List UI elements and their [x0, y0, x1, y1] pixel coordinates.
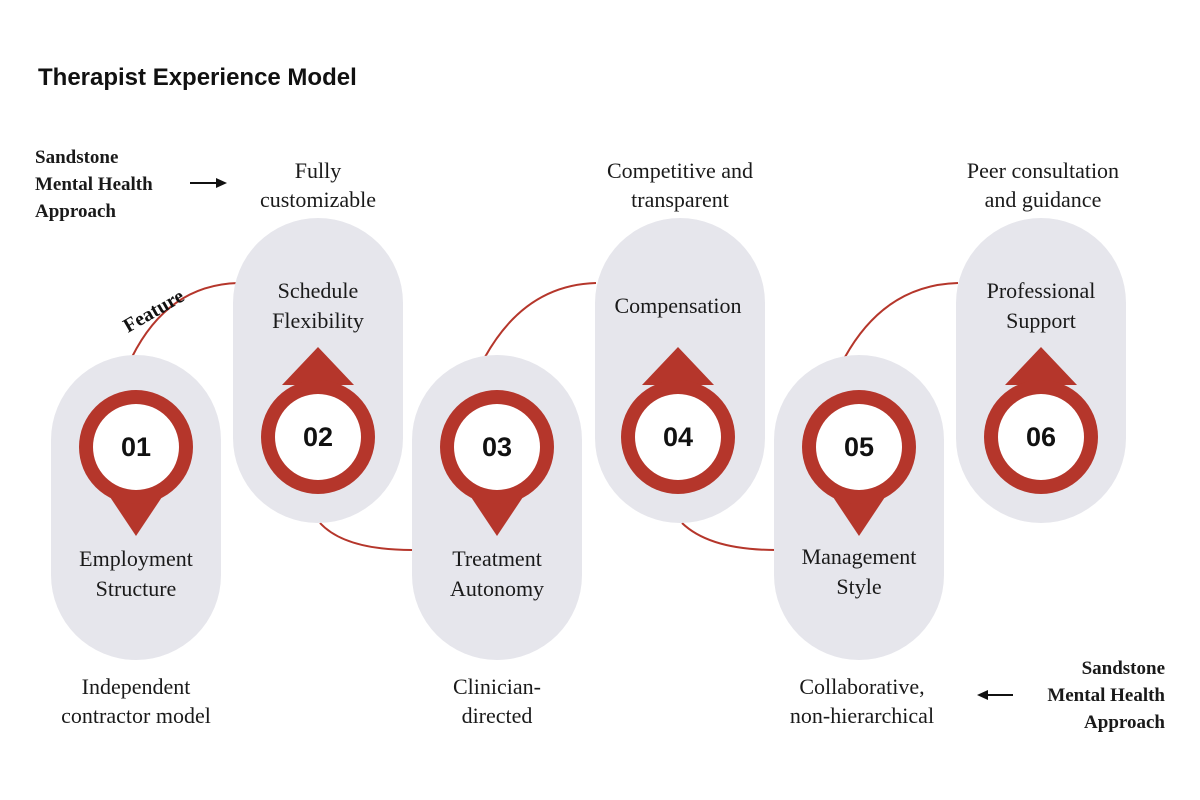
step-06-label: Professional Support — [956, 276, 1126, 336]
approach-note-line: Approach — [1084, 712, 1165, 733]
page-title: Therapist Experience Model — [38, 64, 357, 91]
approach-note-line: Sandstone — [1081, 658, 1165, 679]
step-04-description-line: transparent — [631, 187, 729, 212]
step-01-label-line: Employment — [79, 546, 193, 571]
step-05-label-line: Style — [836, 574, 882, 599]
arrow-right-icon — [190, 178, 227, 188]
step-04-description: Competitive and transparent — [570, 156, 790, 214]
approach-note-bottom: Sandstone Mental Health Approach — [1010, 655, 1165, 736]
step-06-label-line: Professional — [986, 278, 1096, 303]
step-02-label-line: Flexibility — [272, 308, 364, 333]
step-01-marker — [79, 390, 193, 536]
arrow-left-icon — [977, 690, 1013, 700]
step-05-description: Collaborative, non-hierarchical — [752, 672, 972, 730]
step-01-description-line: contractor model — [61, 703, 211, 728]
step-06-marker — [984, 347, 1098, 494]
approach-note-top: Sandstone Mental Health Approach — [35, 144, 153, 225]
step-03-description: Clinician- directed — [387, 672, 607, 730]
step-02-description-line: Fully — [294, 158, 342, 183]
step-01-description-line: Independent — [81, 674, 191, 699]
step-03-label-line: Treatment — [452, 546, 542, 571]
step-02-number: 02 — [302, 422, 334, 452]
step-01-label-line: Structure — [95, 576, 177, 601]
step-06-description: Peer consultation and guidance — [933, 156, 1153, 214]
step-06-label-line: Support — [1006, 308, 1076, 333]
step-05-marker — [802, 390, 916, 536]
step-06-description-line: and guidance — [984, 187, 1102, 212]
step-01-description: Independent contractor model — [26, 672, 246, 730]
step-04-label-line: Compensation — [614, 293, 742, 318]
step-03-label-line: Autonomy — [449, 576, 545, 601]
feature-label: Feature — [120, 285, 188, 337]
step-03-description-line: directed — [461, 703, 533, 728]
step-03-label: Treatment Autonomy — [412, 544, 582, 604]
connector-02-03 — [319, 522, 413, 551]
step-05-description-line: Collaborative, — [799, 674, 925, 699]
step-04-marker — [621, 347, 735, 494]
step-01-label: Employment Structure — [51, 544, 221, 604]
approach-note-line: Mental Health — [35, 174, 153, 195]
step-03-number: 03 — [481, 432, 513, 462]
approach-note-line: Mental Health — [1047, 685, 1165, 706]
step-05-description-line: non-hierarchical — [789, 703, 935, 728]
step-04-number: 04 — [662, 422, 694, 452]
step-04-description-line: Competitive and — [606, 158, 754, 183]
step-02-marker — [261, 347, 375, 494]
step-02-label: Schedule Flexibility — [233, 276, 403, 336]
step-02-description: Fully customizable — [208, 156, 428, 214]
step-06-description-line: Peer consultation — [966, 158, 1120, 183]
step-01-number: 01 — [120, 432, 152, 462]
connector-05-06 — [844, 282, 959, 358]
step-05-label-line: Management — [801, 544, 917, 569]
step-03-marker — [440, 390, 554, 536]
step-02-description-line: customizable — [259, 187, 377, 212]
step-06-number: 06 — [1025, 422, 1057, 452]
connector-04-05 — [681, 522, 777, 551]
approach-note-line: Approach — [35, 201, 116, 222]
step-04-label: Compensation — [593, 291, 763, 321]
connector-03-04 — [484, 282, 597, 358]
step-03-description-line: Clinician- — [453, 674, 541, 699]
step-05-label: Management Style — [774, 542, 944, 602]
approach-note-line: Sandstone — [35, 147, 119, 168]
step-05-number: 05 — [843, 432, 875, 462]
connector-01-02 — [131, 282, 239, 358]
step-02-label-line: Schedule — [277, 278, 359, 303]
